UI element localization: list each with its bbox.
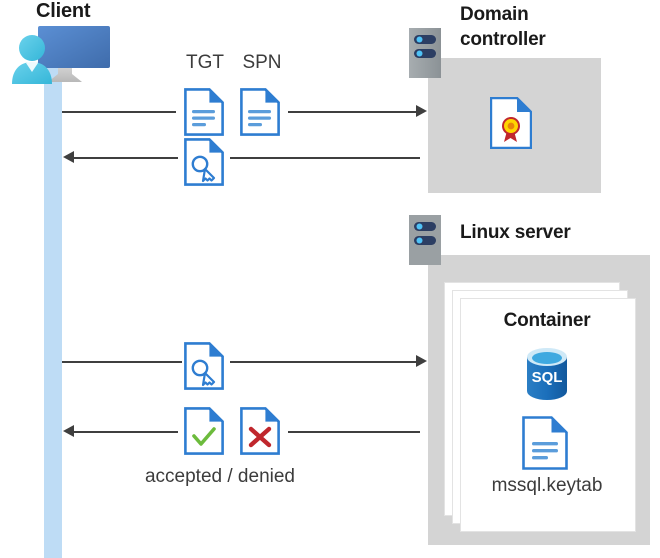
document-key-icon <box>184 342 224 390</box>
accepted-denied-label: accepted / denied <box>144 466 295 487</box>
linux-server-title: Linux server <box>460 222 571 243</box>
flow-4-line-right <box>288 431 420 433</box>
server-rack-icon <box>409 28 441 78</box>
tgt-label: TGT <box>186 52 224 73</box>
flow-4-line-left <box>74 431 178 433</box>
flow-2-line-right <box>230 157 420 159</box>
flow-1-line-left <box>62 111 176 113</box>
flow-3-line-left <box>62 361 182 363</box>
document-lines-icon <box>240 88 280 136</box>
document-cross-icon <box>240 407 280 455</box>
flow-1-line-right <box>288 111 416 113</box>
domain-controller-title: Domain controller <box>460 4 546 50</box>
flow-2-arrowhead <box>63 151 74 163</box>
server-rack-icon <box>409 215 441 265</box>
container-title: Container <box>503 310 591 331</box>
document-lines-icon <box>184 88 224 136</box>
flow-3-line-right <box>230 361 416 363</box>
sql-database-icon: SQL <box>522 348 572 400</box>
client-computer-user-icon <box>8 22 120 88</box>
svg-text:SQL: SQL <box>532 369 563 386</box>
keytab-filename-label: mssql.keytab <box>491 475 603 496</box>
flow-1-arrowhead <box>416 105 427 117</box>
document-lines-icon <box>522 416 568 470</box>
document-key-icon <box>184 138 224 186</box>
certificate-document-icon <box>489 96 533 150</box>
document-check-icon <box>184 407 224 455</box>
client-title: Client <box>36 0 91 22</box>
flow-3-arrowhead <box>416 355 427 367</box>
spn-label: SPN <box>242 52 282 73</box>
flow-4-arrowhead <box>63 425 74 437</box>
flow-2-line-left <box>74 157 178 159</box>
client-lifeline <box>44 62 62 558</box>
container-card-front <box>460 298 636 532</box>
